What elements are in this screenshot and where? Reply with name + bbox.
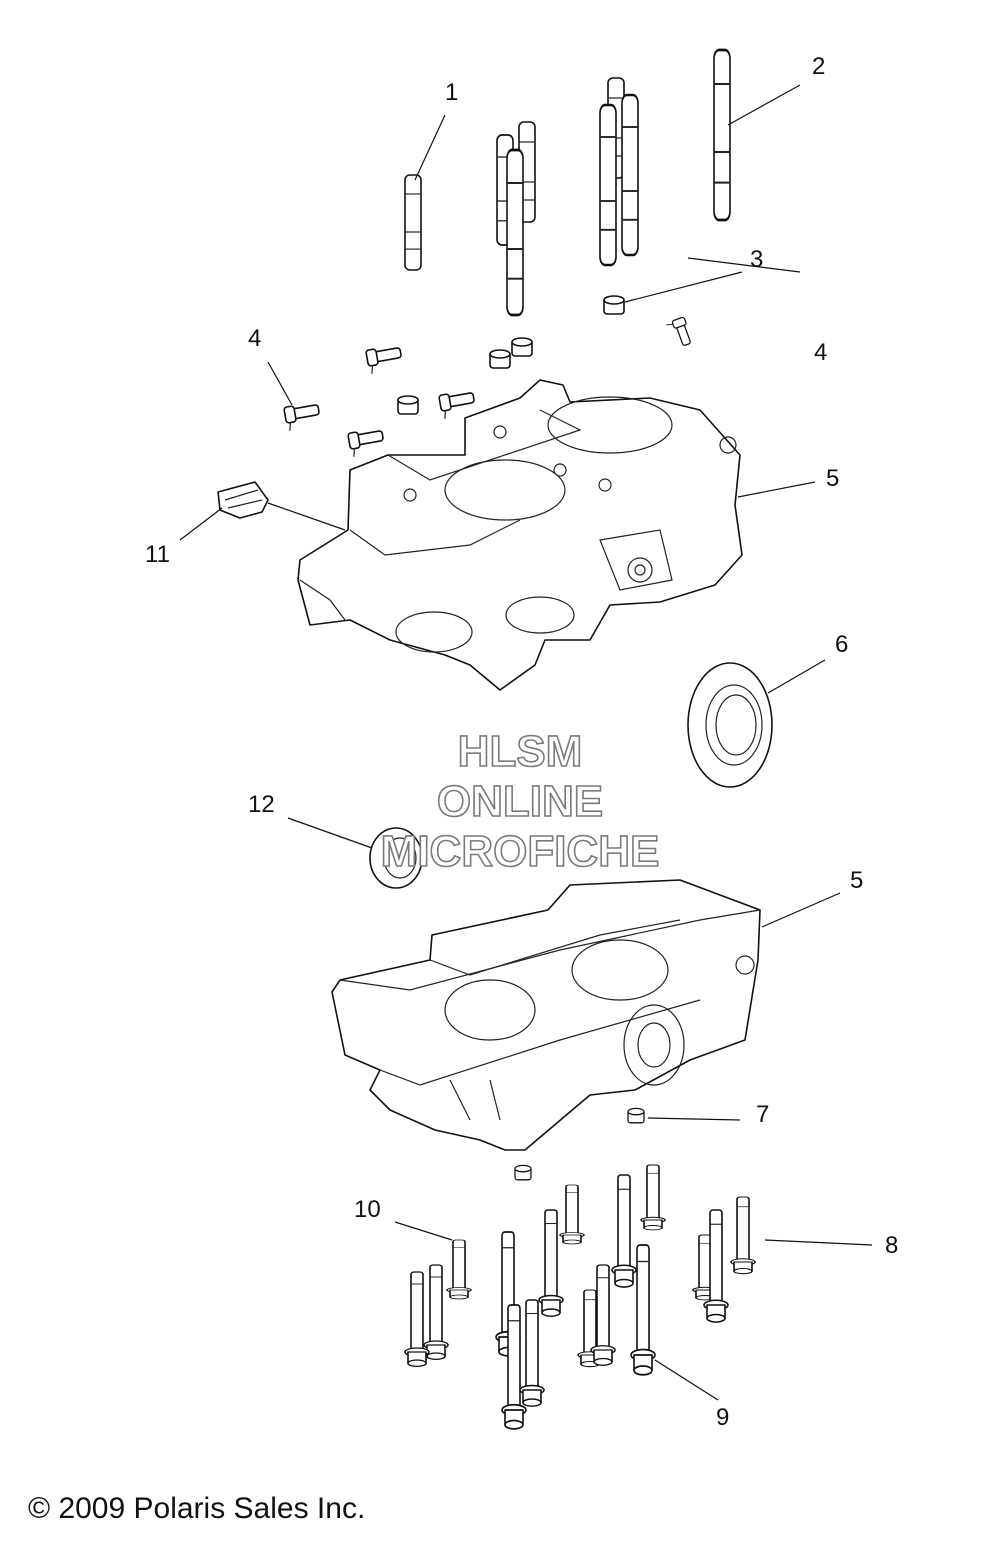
crankcase-bolt	[404, 1164, 756, 1430]
callout-3: 3	[750, 246, 763, 273]
callout-4-left: 4	[248, 325, 261, 352]
callout-10: 10	[354, 1196, 381, 1223]
crankshaft-seal-large	[687, 662, 773, 788]
stud-2	[598, 48, 732, 267]
watermark-line-1: HLSM	[458, 727, 583, 776]
callout-11: 11	[145, 541, 170, 568]
callout-12: 12	[248, 791, 275, 818]
callout-numbers: 1 2 3 4 4 5 6 11 12 5 7 8 9 10	[145, 53, 898, 1431]
callout-2: 2	[812, 53, 825, 80]
callout-5-lower: 5	[850, 867, 863, 894]
callout-6: 6	[835, 631, 848, 658]
watermark-line-2: ONLINE	[437, 777, 603, 826]
crankcase-lower	[331, 879, 761, 1151]
copyright-notice: © 2009 Polaris Sales Inc.	[28, 1492, 366, 1525]
callout-7: 7	[756, 1101, 769, 1128]
crankcase-upper	[297, 379, 743, 691]
callout-8: 8	[885, 1232, 898, 1259]
breather-fitting	[217, 481, 269, 519]
callout-4-right: 4	[814, 339, 827, 366]
callout-1: 1	[445, 79, 458, 106]
leader-lines	[179, 84, 873, 1401]
stud-1	[404, 121, 536, 317]
crankshaft-seal-small	[369, 827, 423, 889]
callout-5-upper: 5	[826, 465, 839, 492]
watermark-line-3: MICROFICHE	[381, 827, 660, 876]
callout-9: 9	[716, 1404, 729, 1431]
watermark: HLSM ONLINE MICROFICHE	[380, 726, 660, 877]
